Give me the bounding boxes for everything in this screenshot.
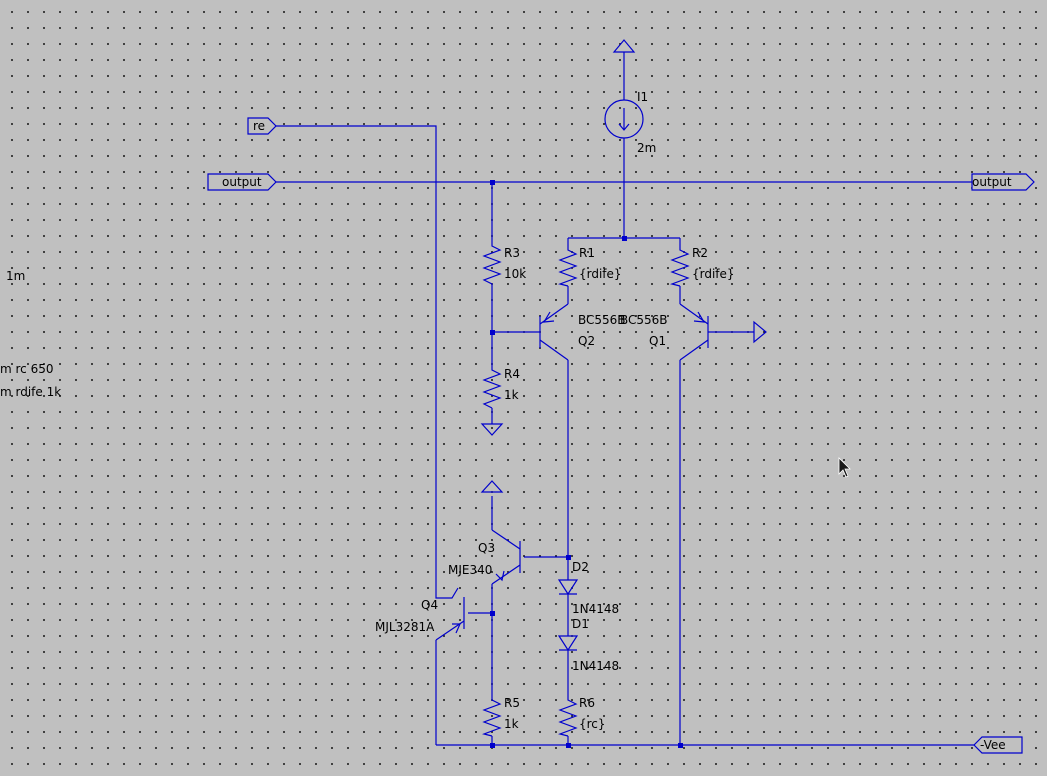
resistor-r1[interactable]: R1 {rdife} — [557, 244, 622, 287]
directive-tran[interactable]: 1m — [6, 269, 25, 283]
component-value: {rdife} — [579, 267, 622, 281]
resistor-r3[interactable]: R3 10k — [482, 240, 526, 286]
diode-icon — [557, 635, 579, 652]
resistor-icon — [669, 244, 690, 287]
current-arrow-head-icon — [618, 123, 630, 131]
wire-re-net[interactable] — [276, 125, 459, 599]
junction-dot — [622, 236, 627, 241]
emitter-arrow-icon — [452, 623, 461, 634]
current-source-i1[interactable]: I1 2m — [604, 90, 656, 155]
transistor-collector-lead — [679, 339, 709, 361]
component-name: R4 — [504, 367, 520, 381]
net-label-output-left[interactable]: output — [207, 173, 277, 191]
net-label-re[interactable]: re — [247, 117, 277, 135]
supply-triangle-icon[interactable] — [612, 39, 636, 53]
emitter-arrow-icon — [542, 311, 555, 323]
component-value: {rdife} — [692, 267, 735, 281]
component-name: Q4 — [421, 598, 438, 612]
transistor-q1[interactable]: BC556B Q1 — [620, 303, 709, 361]
net-flag-shape — [247, 117, 277, 135]
junction-dot — [490, 330, 495, 335]
wires — [276, 52, 974, 746]
net-label-text: -Vee — [980, 738, 1006, 752]
resistor-icon — [557, 696, 578, 737]
component-name: R5 — [504, 696, 520, 710]
directive-param-rc[interactable]: m rc 650 — [0, 362, 54, 376]
component-name: R3 — [504, 246, 520, 260]
diode-d2[interactable]: D2 1N4148 — [557, 560, 619, 616]
transistor-emitter-lead — [491, 564, 521, 585]
component-value: 10k — [504, 267, 526, 281]
mouse-pointer-icon — [838, 457, 851, 478]
resistor-icon — [557, 244, 578, 287]
component-name: I1 — [637, 90, 648, 104]
net-label-output-right[interactable]: output — [971, 173, 1035, 191]
component-value: 1k — [504, 388, 519, 402]
junction-dot — [678, 743, 683, 748]
ground-triangle-icon[interactable] — [480, 423, 504, 436]
transistor-q4[interactable]: Q4 MJL3281A — [375, 597, 465, 641]
component-model: MJL3281A — [375, 620, 435, 634]
transistor-collector-lead — [491, 529, 521, 550]
junction-dot — [490, 743, 495, 748]
resistor-icon — [482, 364, 502, 409]
component-name: D1 — [572, 617, 589, 631]
net-label-text: output — [972, 175, 1012, 189]
transistor-collector-lead — [539, 339, 569, 361]
directive-param-rdife[interactable]: m rdife 1k — [0, 385, 61, 399]
diode-icon — [557, 579, 579, 596]
emitter-arrow-icon — [495, 570, 505, 582]
net-flag-shape — [971, 173, 1035, 191]
net-flag-shape — [207, 173, 277, 191]
component-name: Q1 — [649, 334, 666, 348]
resistor-r4[interactable]: R4 1k — [482, 364, 520, 409]
component-model: BC556B — [620, 313, 668, 327]
net-label-text: re — [253, 119, 265, 133]
spice-directives: 1m m rc 650 m rdife 1k — [0, 269, 61, 399]
component-value: 1k — [504, 717, 519, 731]
component-value: 2m — [637, 141, 656, 155]
supply-triangle-icon[interactable] — [480, 480, 504, 493]
transistor-q3[interactable]: Q3 MJE340 — [448, 529, 521, 585]
net-label-vee[interactable]: -Vee — [973, 736, 1023, 754]
diode-d1[interactable]: D1 1N4148 — [557, 617, 619, 673]
component-name: Q3 — [478, 541, 495, 555]
current-source-icon — [604, 99, 644, 139]
junction-dot — [566, 743, 571, 748]
resistor-icon — [482, 240, 502, 286]
component-value: {rc} — [579, 717, 606, 731]
emitter-arrow-icon — [693, 311, 706, 323]
component-model: 1N4148 — [572, 659, 619, 673]
junctions — [490, 180, 683, 748]
transistor-q2[interactable]: BC556B Q2 — [539, 303, 626, 361]
net-flag-shape — [973, 736, 1023, 754]
resistor-r2[interactable]: R2 {rdife} — [669, 244, 735, 287]
junction-dot — [490, 611, 495, 616]
resistor-r6[interactable]: R6 {rc} — [557, 696, 606, 737]
resistor-r5[interactable]: R5 1k — [481, 696, 520, 737]
flag-arrow-icon[interactable] — [753, 320, 767, 344]
component-model: MJE340 — [448, 563, 492, 577]
component-name: R1 — [579, 246, 595, 260]
net-label-text: output — [222, 175, 262, 189]
component-model: BC556B — [578, 313, 626, 327]
junction-dot — [566, 555, 571, 560]
component-name: R2 — [692, 246, 708, 260]
component-name: R6 — [579, 696, 595, 710]
junction-dot — [490, 180, 495, 185]
component-model: 1N4148 — [572, 602, 619, 616]
resistor-icon — [481, 696, 502, 737]
component-name: Q2 — [578, 334, 595, 348]
component-name: D2 — [572, 560, 589, 574]
